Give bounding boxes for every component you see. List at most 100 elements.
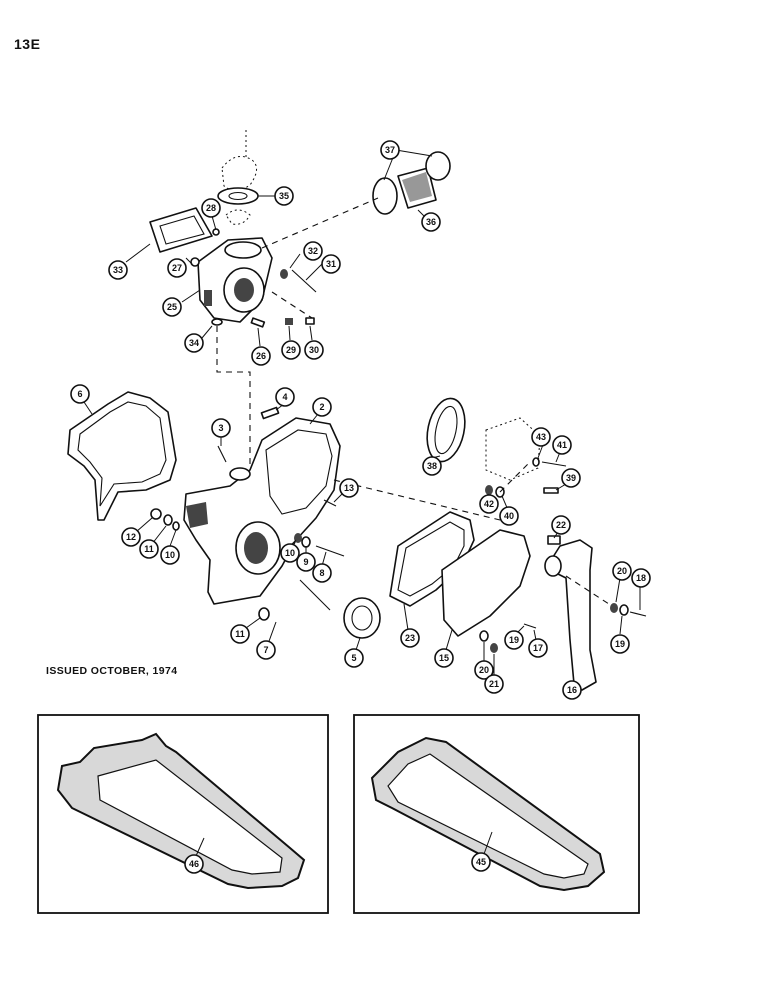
issued-date: ISSUED OCTOBER, 1974 (46, 665, 178, 677)
svg-text:27: 27 (172, 263, 182, 273)
alignment-line-pipe (565, 575, 613, 607)
svg-text:10: 10 (165, 550, 175, 560)
svg-text:9: 9 (303, 557, 308, 567)
washer-32-part (280, 269, 288, 279)
callout-34: 34 (184, 333, 204, 353)
o-ring-34-part (211, 318, 223, 326)
callout-35: 35 (274, 186, 294, 206)
callout-11a: 11 (139, 539, 159, 559)
gasket-46-opening (97, 759, 283, 875)
callout-33: 33 (108, 260, 128, 280)
callout-7: 7 (256, 640, 276, 660)
timing-cover-seal-shadow (244, 532, 268, 564)
timing-cover-boss-shadow (186, 502, 208, 528)
washer-11b-part (258, 607, 270, 621)
thermostat-housing-group (149, 130, 451, 470)
nut-42-part (485, 485, 493, 495)
svg-text:46: 46 (189, 859, 199, 869)
bolt-41-part (541, 461, 567, 467)
callout-15: 15 (434, 648, 454, 668)
svg-text:31: 31 (326, 259, 336, 269)
svg-text:36: 36 (426, 217, 436, 227)
svg-text:39: 39 (566, 473, 576, 483)
callout-31: 31 (321, 254, 341, 274)
svg-text:12: 12 (126, 532, 136, 542)
timing-cover-part (183, 417, 341, 605)
nut-12-part (150, 508, 162, 520)
gasket-45-opening (387, 753, 589, 879)
callout-39: 39 (561, 468, 581, 488)
pin-39-part (543, 487, 559, 494)
water-pump-outlet-part (224, 241, 262, 259)
svg-text:8: 8 (319, 568, 324, 578)
svg-text:37: 37 (385, 145, 395, 155)
plug-22-part (547, 535, 561, 545)
cover-plate-inner (159, 215, 205, 245)
callout-6: 6 (70, 384, 90, 404)
callout-3: 3 (211, 418, 231, 438)
washer-11a-part (163, 514, 173, 526)
svg-text:43: 43 (536, 432, 546, 442)
callout-11b: 11 (230, 624, 250, 644)
svg-text:4: 4 (282, 392, 287, 402)
svg-text:6: 6 (77, 389, 82, 399)
callout-12: 12 (121, 527, 141, 547)
svg-text:10: 10 (285, 548, 295, 558)
thermostat-part (221, 155, 257, 191)
svg-text:38: 38 (427, 461, 437, 471)
oil-seal-5-inner (351, 605, 373, 631)
callout-32: 32 (303, 241, 323, 261)
callout-26: 26 (251, 346, 271, 366)
callout-28: 28 (201, 198, 221, 218)
callout-10b: 10 (280, 543, 300, 563)
washer-20a-part (479, 630, 489, 642)
water-pipe-16-end (544, 555, 562, 577)
bolt-7-part (299, 579, 331, 611)
svg-text:15: 15 (439, 653, 449, 663)
timing-cover-gasket-part (67, 391, 177, 521)
svg-text:16: 16 (567, 685, 577, 695)
plug-27-part (190, 257, 200, 267)
washer-9-part (301, 536, 311, 548)
callout-23: 23 (400, 628, 420, 648)
page-number: 13E (14, 36, 41, 52)
svg-text:25: 25 (167, 302, 177, 312)
callout-9: 9 (296, 552, 316, 572)
gasket-box-left: 46 (37, 714, 329, 914)
oil-seal-5-part (343, 597, 381, 639)
svg-text:33: 33 (113, 265, 123, 275)
thermostat-seat-part (225, 209, 251, 225)
alignment-line-pump-mount (216, 326, 251, 470)
side-cover-group (389, 397, 647, 691)
svg-text:3: 3 (218, 423, 223, 433)
svg-text:18: 18 (636, 573, 646, 583)
clamp-37b-part (425, 151, 451, 181)
bolt-17-part (523, 623, 537, 629)
svg-text:28: 28 (206, 203, 216, 213)
bolt-18-part (629, 611, 647, 617)
callout-4: 4 (275, 387, 295, 407)
bolt-3-part (217, 445, 227, 463)
seal-38-part (426, 397, 466, 463)
bolt-13-part (323, 499, 337, 507)
hose-36-shading (402, 172, 432, 202)
svg-text:45: 45 (476, 857, 486, 867)
callout-17: 17 (528, 638, 548, 658)
seal-38-inner (434, 405, 458, 455)
svg-text:32: 32 (308, 246, 318, 256)
callout-5: 5 (344, 648, 364, 668)
callout-13: 13 (339, 478, 359, 498)
timing-cover-pump-port (229, 467, 251, 481)
svg-text:40: 40 (504, 511, 514, 521)
callout-41: 41 (552, 435, 572, 455)
callout-10a: 10 (160, 545, 180, 565)
svg-text:5: 5 (351, 653, 356, 663)
svg-text:7: 7 (263, 645, 268, 655)
callout-36: 36 (421, 212, 441, 232)
callout-45: 45 (471, 852, 491, 872)
washer-10a-part (172, 521, 180, 531)
alignment-line-housing (499, 461, 531, 493)
svg-text:2: 2 (319, 402, 324, 412)
callout-8: 8 (312, 563, 332, 583)
